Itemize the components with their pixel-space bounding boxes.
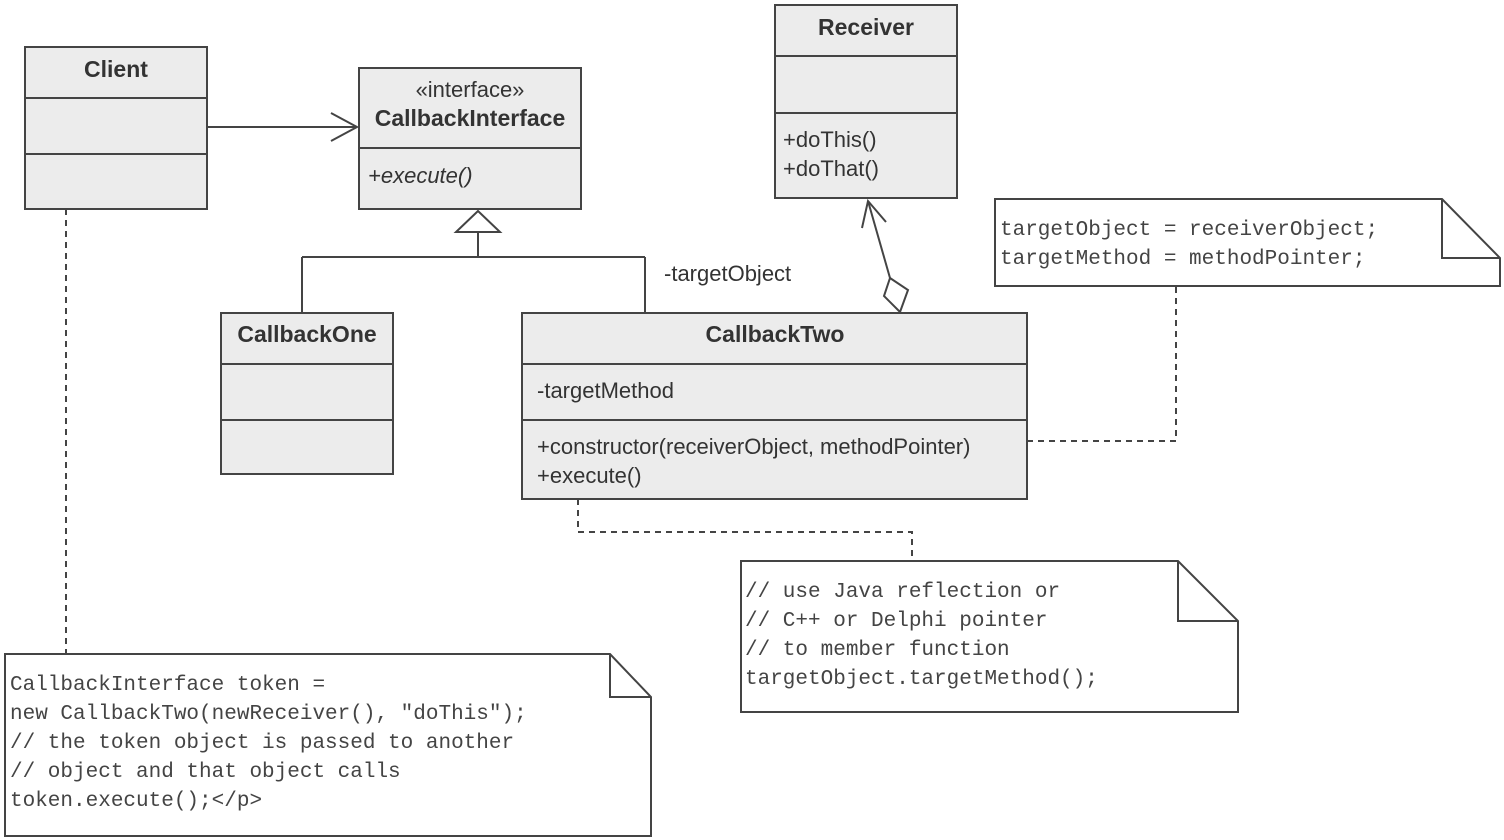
association-client-to-interface[interactable] <box>207 112 360 142</box>
aggregation-callback-two-to-receiver[interactable] <box>861 198 910 314</box>
callback-two-operation-constructor: +constructor(receiverObject, methodPoint… <box>537 434 970 459</box>
note-client-usage[interactable]: CallbackInterface token = new CallbackTw… <box>4 653 652 837</box>
class-callback-two[interactable]: CallbackTwo -targetMethod +constructor(r… <box>521 312 1028 500</box>
note-reflection-fold <box>1177 561 1238 622</box>
note-client-usage-box <box>4 653 652 837</box>
receiver-box <box>774 4 958 199</box>
note-reflection-line-4: targetObject.targetMethod(); <box>745 668 1098 691</box>
callback-two-name: CallbackTwo <box>706 321 845 347</box>
receiver-name: Receiver <box>818 14 914 40</box>
callback-interface-box <box>358 67 582 210</box>
note-assignment[interactable]: targetObject = receiverObject; targetMet… <box>994 198 1501 287</box>
class-callback-interface[interactable]: «interface» CallbackInterface +execute() <box>358 67 582 210</box>
note-reflection-line-3: // to member function <box>745 639 1010 662</box>
note-reflection-line-1: // use Java reflection or <box>745 581 1060 604</box>
note-reflection[interactable]: // use Java reflection or // C++ or Delp… <box>740 560 1239 713</box>
note-reflection-box <box>740 560 1239 713</box>
class-receiver[interactable]: Receiver +doThis() +doThat() <box>774 4 958 199</box>
note-client-usage-line-2: new CallbackTwo(newReceiver(), "doThis")… <box>10 703 527 726</box>
aggregation-line <box>867 200 891 279</box>
aggregation-open-arrowhead <box>861 198 887 229</box>
note-client-usage-line-4: // object and that object calls <box>10 761 401 784</box>
class-client[interactable]: Client <box>24 46 208 210</box>
callback-interface-operation: +execute() <box>368 163 473 188</box>
callback-two-attribute-targetmethod: -targetMethod <box>537 378 674 403</box>
aggregation-diamond <box>882 276 910 314</box>
note-assignment-box <box>994 198 1501 287</box>
callback-two-box <box>521 312 1028 500</box>
class-callback-one[interactable]: CallbackOne <box>220 312 394 475</box>
callback-interface-stereotype: «interface» <box>416 77 525 102</box>
hollow-triangle-arrowhead <box>453 209 503 233</box>
note-assignment-line-1: targetObject = receiverObject; <box>1000 219 1378 242</box>
generalization-to-interface[interactable] <box>301 209 646 313</box>
note-client-usage-fold <box>609 654 651 698</box>
receiver-operation-dothat: +doThat() <box>783 156 879 181</box>
callback-interface-name: CallbackInterface <box>375 105 565 131</box>
note-assignment-connector <box>1027 286 1177 442</box>
note-client-usage-line-3: // the token object is passed to another <box>10 732 514 755</box>
target-object-role-label: -targetObject <box>664 261 791 286</box>
client-name: Client <box>84 56 148 82</box>
note-client-usage-line-1: CallbackInterface token = <box>10 674 325 697</box>
note-client-usage-line-5: token.execute();</p> <box>10 790 262 813</box>
open-arrowhead <box>330 112 360 142</box>
receiver-operation-dothis: +doThis() <box>783 127 877 152</box>
callback-two-operation-execute: +execute() <box>537 463 642 488</box>
client-box <box>24 46 208 210</box>
note-assignment-line-2: targetMethod = methodPointer; <box>1000 248 1365 271</box>
note-reflection-connector <box>577 499 913 561</box>
callback-one-name: CallbackOne <box>237 321 376 347</box>
note-assignment-fold <box>1441 199 1500 259</box>
note-reflection-line-2: // C++ or Delphi pointer <box>745 610 1047 633</box>
callback-one-box <box>220 312 394 475</box>
